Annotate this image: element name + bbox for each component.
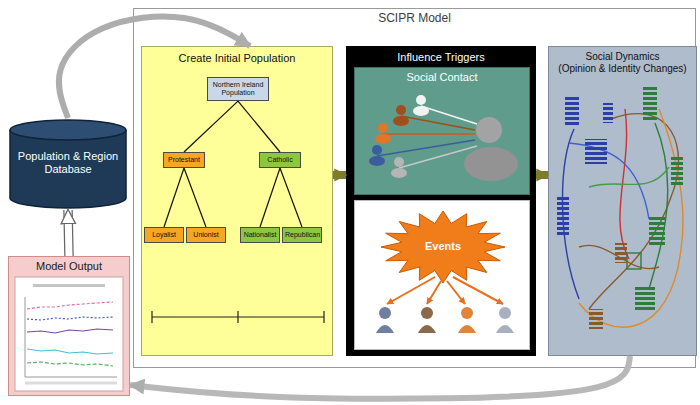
connector-path <box>59 16 250 118</box>
connector-path <box>260 168 280 227</box>
large-person <box>464 117 518 181</box>
chart-axes <box>25 297 117 377</box>
event-burst <box>381 211 505 283</box>
text-holder: Social Dynamics(Opinion & Identity Chang… <box>549 51 696 74</box>
node-title: Protestant <box>166 156 202 164</box>
subgroup-box: Loyalist <box>144 227 184 243</box>
text-holder: Influence Triggers <box>347 51 535 64</box>
connector-path <box>130 356 630 399</box>
small-people <box>369 95 429 178</box>
node-title: SCIPR Model <box>134 12 695 26</box>
event-arrows <box>387 277 503 304</box>
text-holder: Create Initial Population <box>142 52 332 65</box>
tree-branch <box>260 168 280 227</box>
node-title: Events <box>413 240 473 253</box>
tree-branch <box>184 168 206 227</box>
causal-loop-picture <box>549 47 698 357</box>
tree-branch <box>164 168 184 227</box>
flow-arrow <box>333 175 346 176</box>
social-contact-picture <box>355 68 531 196</box>
stage-panel: Influence Triggers Social Contact <box>346 46 536 356</box>
model-frame: SCIPR Model Create Initial PopulationNor… <box>133 8 696 368</box>
store-arrow <box>68 210 69 256</box>
text-holder: Population & Region Database <box>14 150 122 175</box>
stage-panel: Social Dynamics(Opinion & Identity Chang… <box>548 46 697 356</box>
chart-series <box>27 329 113 333</box>
axis-ticks <box>152 311 324 323</box>
node-title: Republican <box>285 231 319 239</box>
chart-heading-bar <box>33 284 105 287</box>
chart-sheet <box>15 277 123 391</box>
output-box: Model Output <box>8 256 130 396</box>
text-holder: Northern Ireland Population <box>208 78 268 100</box>
text-holder: SCIPR Model <box>134 12 695 26</box>
events-picture <box>355 201 531 351</box>
node-title: Northern Ireland Population <box>210 81 266 97</box>
trigger-box: Events <box>354 200 530 350</box>
tree-branch <box>280 168 302 227</box>
chart-series <box>27 317 113 320</box>
text-holder: Social Contact <box>355 71 529 84</box>
connector-path <box>184 168 206 227</box>
return-arrow <box>130 356 630 399</box>
text-holder: Events <box>413 240 473 253</box>
cylinder-top <box>10 120 126 140</box>
node-title: Social Dynamics <box>549 51 696 63</box>
connector-path <box>536 171 548 179</box>
connector-path <box>238 101 280 152</box>
database-cylinder: Population & Region Database <box>6 118 130 210</box>
node-title: Unionist <box>189 231 223 239</box>
node-title: Catholic <box>262 156 298 164</box>
group-box: Protestant <box>163 152 205 168</box>
connector-path <box>68 210 69 256</box>
text-holder: Catholic <box>260 153 300 167</box>
feed-arrow <box>59 16 250 118</box>
contact-lines <box>377 106 477 168</box>
node-title: Model Output <box>9 260 129 273</box>
chart-series <box>27 349 113 354</box>
chart-series <box>27 362 113 366</box>
group-box: Catholic <box>259 152 301 168</box>
connector-path <box>280 168 302 227</box>
connector-path <box>333 171 346 179</box>
connector-path <box>184 101 238 152</box>
affected-people <box>376 307 514 333</box>
flow-arrow <box>536 175 548 176</box>
node-title: Influence Triggers <box>347 51 535 64</box>
tree-branch <box>184 101 238 152</box>
text-holder: Model Output <box>9 260 129 273</box>
chart-footer <box>25 382 117 385</box>
text-holder: Republican <box>283 228 321 242</box>
subgroup-box: Unionist <box>186 227 226 243</box>
node-title: Nationalist <box>243 231 277 239</box>
text-holder: Loyalist <box>145 228 183 242</box>
tree-branch <box>238 101 280 152</box>
cylinder-body <box>10 130 126 208</box>
node-title: Create Initial Population <box>142 52 332 65</box>
variable-stacks <box>557 87 683 329</box>
text-holder: Protestant <box>164 153 204 167</box>
node-title: Loyalist <box>147 231 181 239</box>
subgroup-box: Nationalist <box>240 227 280 243</box>
node-title: Social Contact <box>355 71 529 84</box>
node-subtitle: (Opinion & Identity Changes) <box>549 63 696 75</box>
node-title: Population & Region Database <box>14 150 122 175</box>
text-holder: Nationalist <box>241 228 279 242</box>
population-box: Northern Ireland Population <box>207 77 269 101</box>
chart-series <box>27 302 113 309</box>
arrow-outline <box>68 210 69 256</box>
output-chart <box>9 257 131 397</box>
connector-path <box>164 168 184 227</box>
stage-panel: Create Initial PopulationNorthern Irelan… <box>141 46 333 356</box>
trigger-box: Social Contact <box>354 67 530 195</box>
feedback-loops <box>563 109 683 327</box>
text-holder: Unionist <box>187 228 225 242</box>
subgroup-box: Republican <box>282 227 322 243</box>
